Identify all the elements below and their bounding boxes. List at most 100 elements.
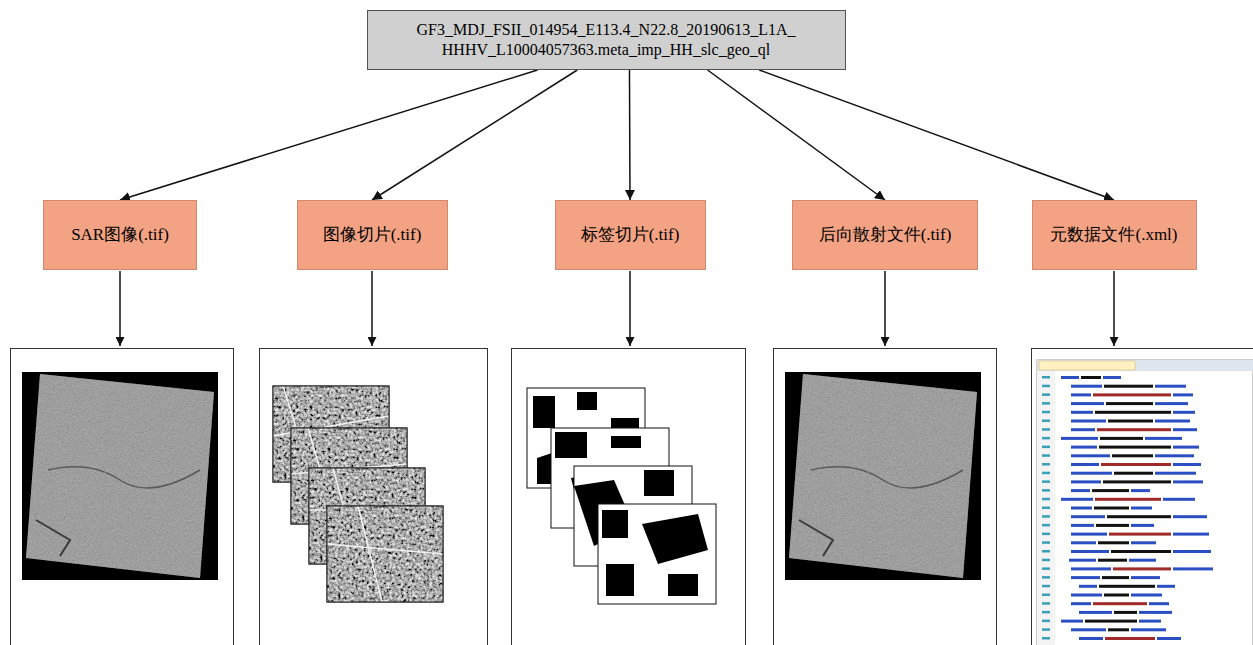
panel-frame [774,349,997,645]
code-tag-mark [1103,376,1121,379]
sar-road [100,390,110,560]
line-number-mark [1042,585,1050,588]
image-background [22,372,218,580]
output-file-box: 标签切片(.tif) [555,200,706,270]
code-tag-mark [1155,454,1194,457]
line-number-mark [1042,611,1050,614]
box-label: 元数据文件(.xml) [1050,224,1177,246]
code-value-mark [1098,559,1127,562]
tile-border [327,506,443,602]
code-tag-mark [1131,524,1154,527]
code-tag-mark [1079,585,1097,588]
code-value-mark [1104,594,1129,597]
code-tag-mark [1155,472,1196,475]
line-number-mark [1042,489,1050,492]
code-tag-mark [1071,602,1091,605]
code-tag-mark [1071,541,1096,544]
editor-tabbar [1037,360,1253,371]
code-tag-mark [1129,559,1156,562]
code-tag-mark [1173,567,1213,570]
label-region [668,574,698,596]
tile-ground [327,506,443,602]
connector-arrow [629,70,631,200]
editor-tab [1039,361,1135,370]
line-number-mark [1042,515,1050,518]
sar-scene [789,374,977,578]
code-value-mark [1085,620,1137,623]
label-region [602,510,628,538]
line-number-mark [1042,628,1050,631]
panel-arrows [120,271,1114,346]
label-region [555,432,587,458]
code-value-mark [1099,446,1171,449]
code-value-mark [1102,576,1129,579]
tile-road [327,506,443,602]
line-number-mark [1042,594,1050,597]
panel-arrow [371,271,373,346]
code-tag-mark [1071,420,1106,423]
connector-arrow [759,70,1114,200]
panel-arrow [629,271,631,346]
code-value-mark [1111,550,1171,553]
source-file-box: GF3_MDJ_FSII_014954_E113.4_N22.8_2019061… [367,10,846,70]
code-tag-mark [1071,402,1104,405]
code-tag-mark [1173,533,1209,536]
label-region [644,470,674,496]
code-value-mark [1108,628,1129,631]
code-tag-mark [1071,594,1102,597]
code-tag-mark [1145,437,1182,440]
code-value-mark [1095,411,1171,414]
code-tag-mark [1131,489,1150,492]
code-value-mark [1101,463,1171,466]
line-number-mark [1042,437,1050,440]
code-value-mark [1098,541,1129,544]
editor-window [1037,360,1253,645]
line-number-mark [1042,472,1050,475]
sar-texture [789,374,977,578]
code-tag-mark [1163,498,1195,501]
image-tiles [273,386,443,602]
code-tag-mark [1139,620,1161,623]
code-tag-mark [1173,515,1207,518]
line-number-mark [1042,463,1050,466]
code-value-mark [1093,602,1147,605]
code-value-mark [1108,420,1153,423]
code-tag-mark [1071,454,1110,457]
sar-road [863,390,873,560]
line-number-mark [1042,393,1050,396]
line-number-mark [1042,420,1050,423]
output-file-box: SAR图像(.tif) [43,200,197,270]
sar-river [48,467,200,488]
code-tag-mark [1139,611,1172,614]
code-tag-mark [1157,637,1181,640]
code-tag-mark [1071,463,1099,466]
sar-river [811,467,963,488]
code-value-mark [1096,524,1129,527]
code-tag-mark [1061,376,1079,379]
panel-frame [11,349,234,645]
code-tag-mark [1071,472,1112,475]
tile-texture [327,506,443,602]
panel-frame [1032,349,1253,645]
code-value-mark [1099,585,1155,588]
label-tile [598,504,716,604]
label-region [577,392,597,410]
box-label: 后向散射文件(.tif) [819,224,952,246]
code-tag-mark [1131,594,1162,597]
code-value-mark [1107,515,1171,518]
code-value-mark [1097,428,1171,431]
image-background [785,372,981,580]
code-tag-mark [1155,402,1188,405]
line-number-mark [1042,541,1050,544]
code-value-mark [1105,637,1155,640]
code-tag-mark [1131,628,1166,631]
connector-arrow [708,70,885,200]
code-value-mark [1112,454,1153,457]
code-value-mark [1093,393,1171,396]
code-tag-mark [1071,524,1094,527]
panel-arrow [1113,271,1115,346]
panel-frame [260,349,488,645]
